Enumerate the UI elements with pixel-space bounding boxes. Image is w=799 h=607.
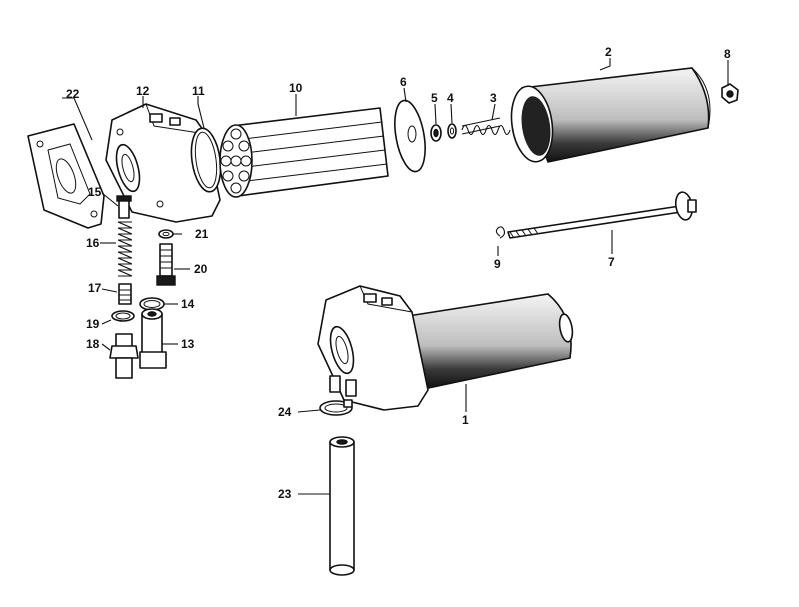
part-4-washer	[447, 123, 457, 139]
part-24-hose-clamp	[319, 399, 353, 416]
label-15: 15	[88, 185, 102, 199]
part-5-washer	[430, 124, 442, 142]
part-6-disc	[394, 99, 426, 173]
part-3-spring	[461, 117, 511, 136]
part-10-filter-element	[219, 107, 389, 198]
label-3: 3	[490, 91, 497, 105]
label-6: 6	[400, 75, 407, 89]
part-1-oil-filter-assembly	[317, 285, 574, 411]
part-12-filter-head	[105, 103, 221, 223]
part-23-hose	[329, 436, 355, 576]
label-16: 16	[86, 236, 100, 250]
label-1: 1	[462, 413, 469, 427]
label-9: 9	[494, 257, 501, 271]
label-19: 19	[86, 317, 100, 331]
part-20-screw	[156, 243, 176, 286]
leader-lines	[62, 58, 729, 495]
label-21: 21	[195, 227, 209, 241]
label-18: 18	[86, 337, 100, 351]
part-21-washer	[158, 229, 174, 239]
label-4: 4	[447, 91, 454, 105]
label-11: 11	[192, 84, 205, 98]
part-7-center-bolt	[507, 191, 697, 239]
label-7: 7	[608, 255, 615, 269]
label-13: 13	[181, 337, 195, 351]
part-labels: 22 12 11 10 6 5 4 3 2 8 9 7 1 15 16 17 1…	[66, 45, 731, 501]
part-19-sealing-ring	[111, 310, 135, 322]
label-10: 10	[289, 81, 303, 95]
label-5: 5	[431, 91, 438, 105]
part-18-connector	[109, 333, 139, 379]
label-23: 23	[278, 487, 292, 501]
label-12: 12	[136, 84, 150, 98]
label-22: 22	[66, 87, 80, 101]
part-17-plug	[118, 283, 132, 305]
part-9-circlip	[495, 226, 506, 239]
part-22-gasket	[27, 123, 105, 229]
part-16-spring	[117, 221, 133, 277]
label-17: 17	[88, 281, 102, 295]
label-14: 14	[181, 297, 195, 311]
part-2-filter-housing	[510, 67, 711, 163]
label-2: 2	[605, 45, 612, 59]
label-8: 8	[724, 47, 731, 61]
label-20: 20	[194, 262, 208, 276]
label-24: 24	[278, 405, 292, 419]
part-13-union	[139, 308, 167, 369]
part-15-valve	[116, 195, 132, 219]
part-8-nut	[721, 83, 739, 104]
